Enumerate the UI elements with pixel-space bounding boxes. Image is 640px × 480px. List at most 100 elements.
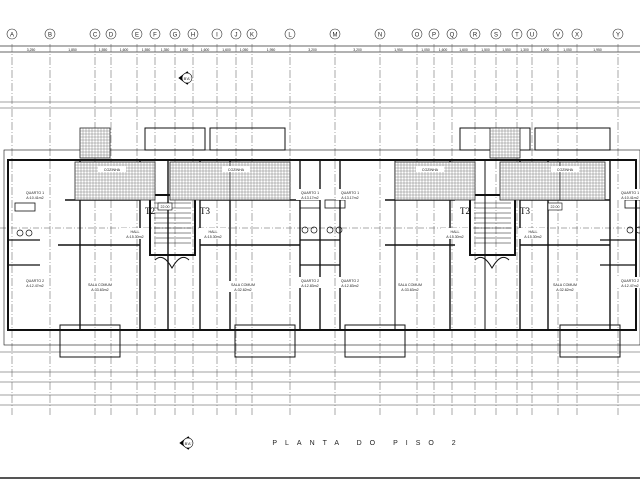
room-area: A:15.30m2 [524,235,541,239]
label-bg [616,189,640,200]
dimension-value: 1,600 [222,48,231,52]
grid-letter-j: J [235,33,238,39]
label-bg [229,281,257,292]
grid-letter-o: O [415,33,420,39]
room-area: A:12.83m2 [341,284,358,288]
grid-bubble [44,28,56,40]
room-area: A:32.62m2 [234,288,251,292]
dimension-value: 1,600 [541,48,550,52]
toilet [326,226,334,234]
grid-letter-k: K [250,33,254,39]
dimension-value: 1,050 [240,48,249,52]
grid-letter-u: U [530,33,534,39]
room-area: A:12.47m2 [26,284,43,288]
room-name: COZINHA [422,168,439,172]
toilet [301,226,309,234]
stair-core [149,194,196,256]
grid-bubble [612,28,624,40]
bathtub [324,199,346,209]
dimension-value: 1,300 [520,48,529,52]
grid-letter-s: S [494,33,498,39]
exterior-wall [7,159,637,331]
label-bg [21,189,49,200]
room-name: SALA COMUM [231,283,255,287]
dimension-value: 1,550 [180,48,189,52]
grid-letter-e: E [135,33,139,39]
balcony [344,324,406,358]
room-area: A:33.63m2 [401,288,418,292]
balcony [534,127,611,151]
grid-bubble [187,28,199,40]
grid-bubble [469,28,481,40]
outer-line [3,149,640,346]
balcony [59,324,121,358]
room-area: A:13.17m2 [301,196,318,200]
room-name: HALL [131,230,140,234]
grid-bubble [571,28,583,40]
room-name: QUARTO 2 [26,279,44,283]
grid-bubble [428,28,440,40]
dimension-value: 3,200 [308,48,317,52]
sink [635,226,640,234]
label-bg [336,189,364,200]
drawing-title: PLANTA DO PISO 2 [272,440,463,447]
grid-bubble [169,28,181,40]
dimension-value: 3,200 [353,48,362,52]
toilet [626,226,634,234]
balcony [209,127,286,151]
room-area: A:15.30m2 [446,235,463,239]
room-area: A:12.47m2 [621,284,638,288]
room-name: QUARTO 2 [301,279,319,283]
section-marker-top: B'A' [178,71,193,85]
grid-letter-g: G [173,33,178,39]
room-name: HALL [529,230,538,234]
section-marker-label: B'A' [185,441,192,446]
room-name: QUARTO 1 [621,191,639,195]
grid-letter-l: L [288,33,292,39]
dimension-value: 1,600 [439,48,448,52]
room-name: SALA COMUM [398,283,422,287]
level-tag [157,202,173,211]
bathtub [14,202,36,212]
balcony [234,324,296,358]
room-area: A:33.63m2 [91,288,108,292]
dimension-value: 1,600 [120,48,129,52]
grid-letter-p: P [432,33,436,39]
grid-letter-h: H [191,33,195,39]
grid-bubble [374,28,386,40]
label-bg [441,228,469,239]
dimension-value: 1,950 [394,48,403,52]
room-name: COZINHA [228,168,245,172]
sink [310,226,318,234]
grid-letter-b: B [48,33,52,39]
label-bg [86,281,114,292]
label-bg [551,281,579,292]
room-area: A:10.41m2 [26,196,43,200]
room-area: A:32.62m2 [556,288,573,292]
grid-bubble [149,28,161,40]
dimension-value: 1,550 [502,48,511,52]
dimension-value: 1,350 [161,48,170,52]
grid-letter-t: T [515,33,519,39]
label-bg [519,228,547,239]
label-bg [336,277,364,288]
room-name: COZINHA [557,168,574,172]
grid-letter-x: X [575,33,579,39]
dimension-value: 3,250 [27,48,36,52]
sink [335,226,343,234]
room-name: QUARTO 2 [341,279,359,283]
level-tag [547,202,563,211]
dimension-value: 1,950 [267,48,276,52]
grid-bubble [131,28,143,40]
room-name: QUARTO 2 [621,279,639,283]
grid-bubble [89,28,101,40]
stair-landing [474,256,510,270]
grid-letter-m: M [333,33,338,39]
grid-letter-y: Y [616,33,620,39]
dimension-value: 1,600 [201,48,210,52]
grid-letter-a: A [10,33,14,39]
grid-bubble [6,28,18,40]
